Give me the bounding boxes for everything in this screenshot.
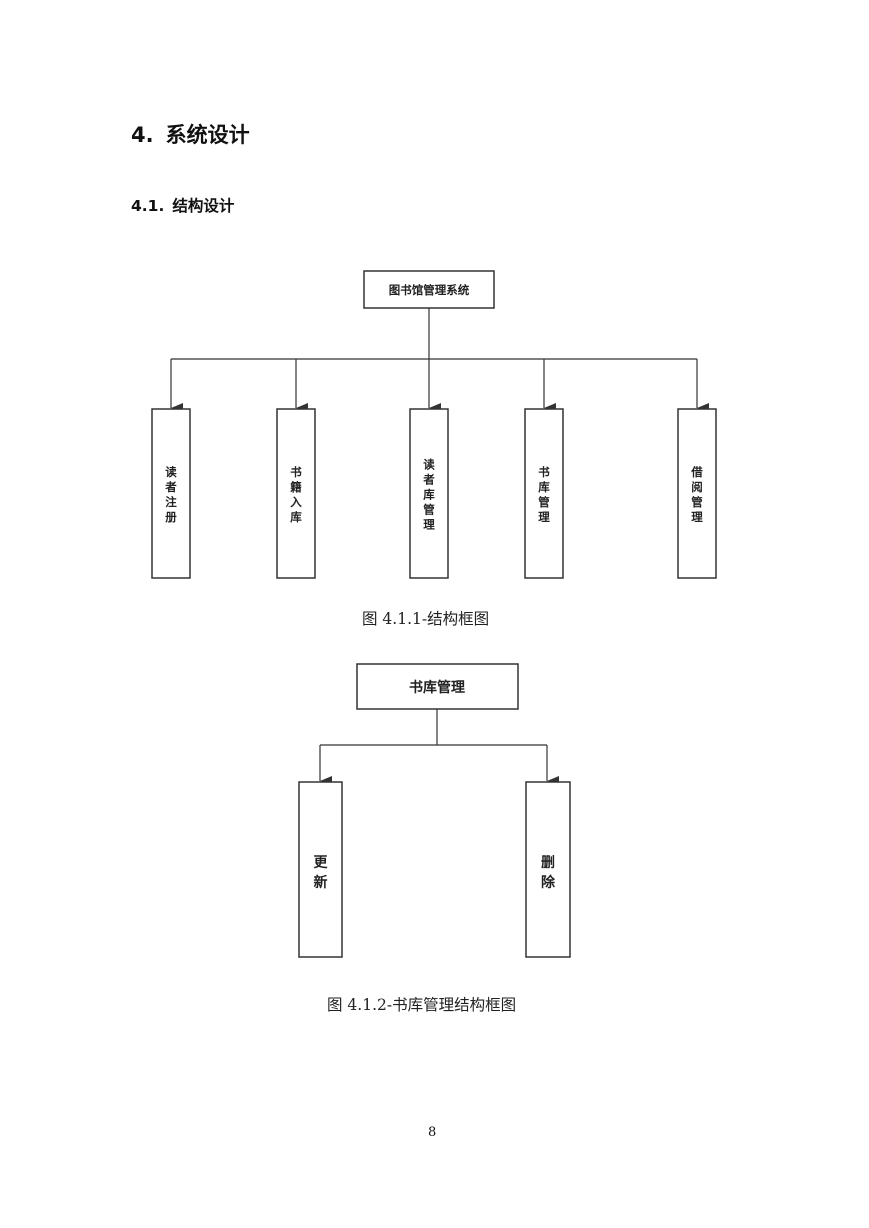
subsection-heading: 4.1. 结构设计 — [131, 194, 234, 216]
figure-caption-1: 图 4.1.1-结构框图 — [362, 610, 490, 628]
child-node-delete: 删除 — [525, 781, 571, 958]
subsection-number: 4.1. — [131, 197, 165, 215]
child-node-label: 读者库管理 — [422, 457, 435, 531]
child-node-borrow-management: 借阅管理 — [677, 408, 717, 579]
section-heading: 4. 系统设计 — [131, 119, 250, 149]
child-node-label: 书籍入库 — [289, 465, 302, 524]
child-node-label: 更新 — [314, 855, 329, 891]
root-node-2: 书库管理 — [356, 663, 519, 710]
child-node-stack-management: 书库管理 — [524, 408, 564, 579]
child-node-reader-db-management: 读者库管理 — [409, 408, 449, 579]
section-number: 4. — [131, 123, 154, 147]
child-node-label: 删除 — [541, 855, 556, 891]
child-node-label: 借阅管理 — [690, 465, 703, 524]
section-title: 系统设计 — [165, 123, 250, 147]
child-node-reader-register: 读者注册 — [151, 408, 191, 579]
root-node: 图书馆管理系统 — [363, 270, 495, 309]
root-node-label: 图书馆管理系统 — [389, 283, 470, 297]
child-node-book-stock-in: 书籍入库 — [276, 408, 316, 579]
child-node-update: 更新 — [298, 781, 343, 958]
child-node-label: 书库管理 — [538, 465, 550, 524]
figure-caption-2: 图 4.1.2-书库管理结构框图 — [327, 996, 517, 1014]
page-number: 8 — [428, 1125, 437, 1140]
connector-lines — [170, 308, 709, 413]
root-node-2-label: 书库管理 — [409, 679, 465, 696]
connector-lines-2 — [319, 709, 559, 786]
child-node-label: 读者注册 — [164, 465, 177, 524]
subsection-title: 结构设计 — [172, 197, 235, 215]
